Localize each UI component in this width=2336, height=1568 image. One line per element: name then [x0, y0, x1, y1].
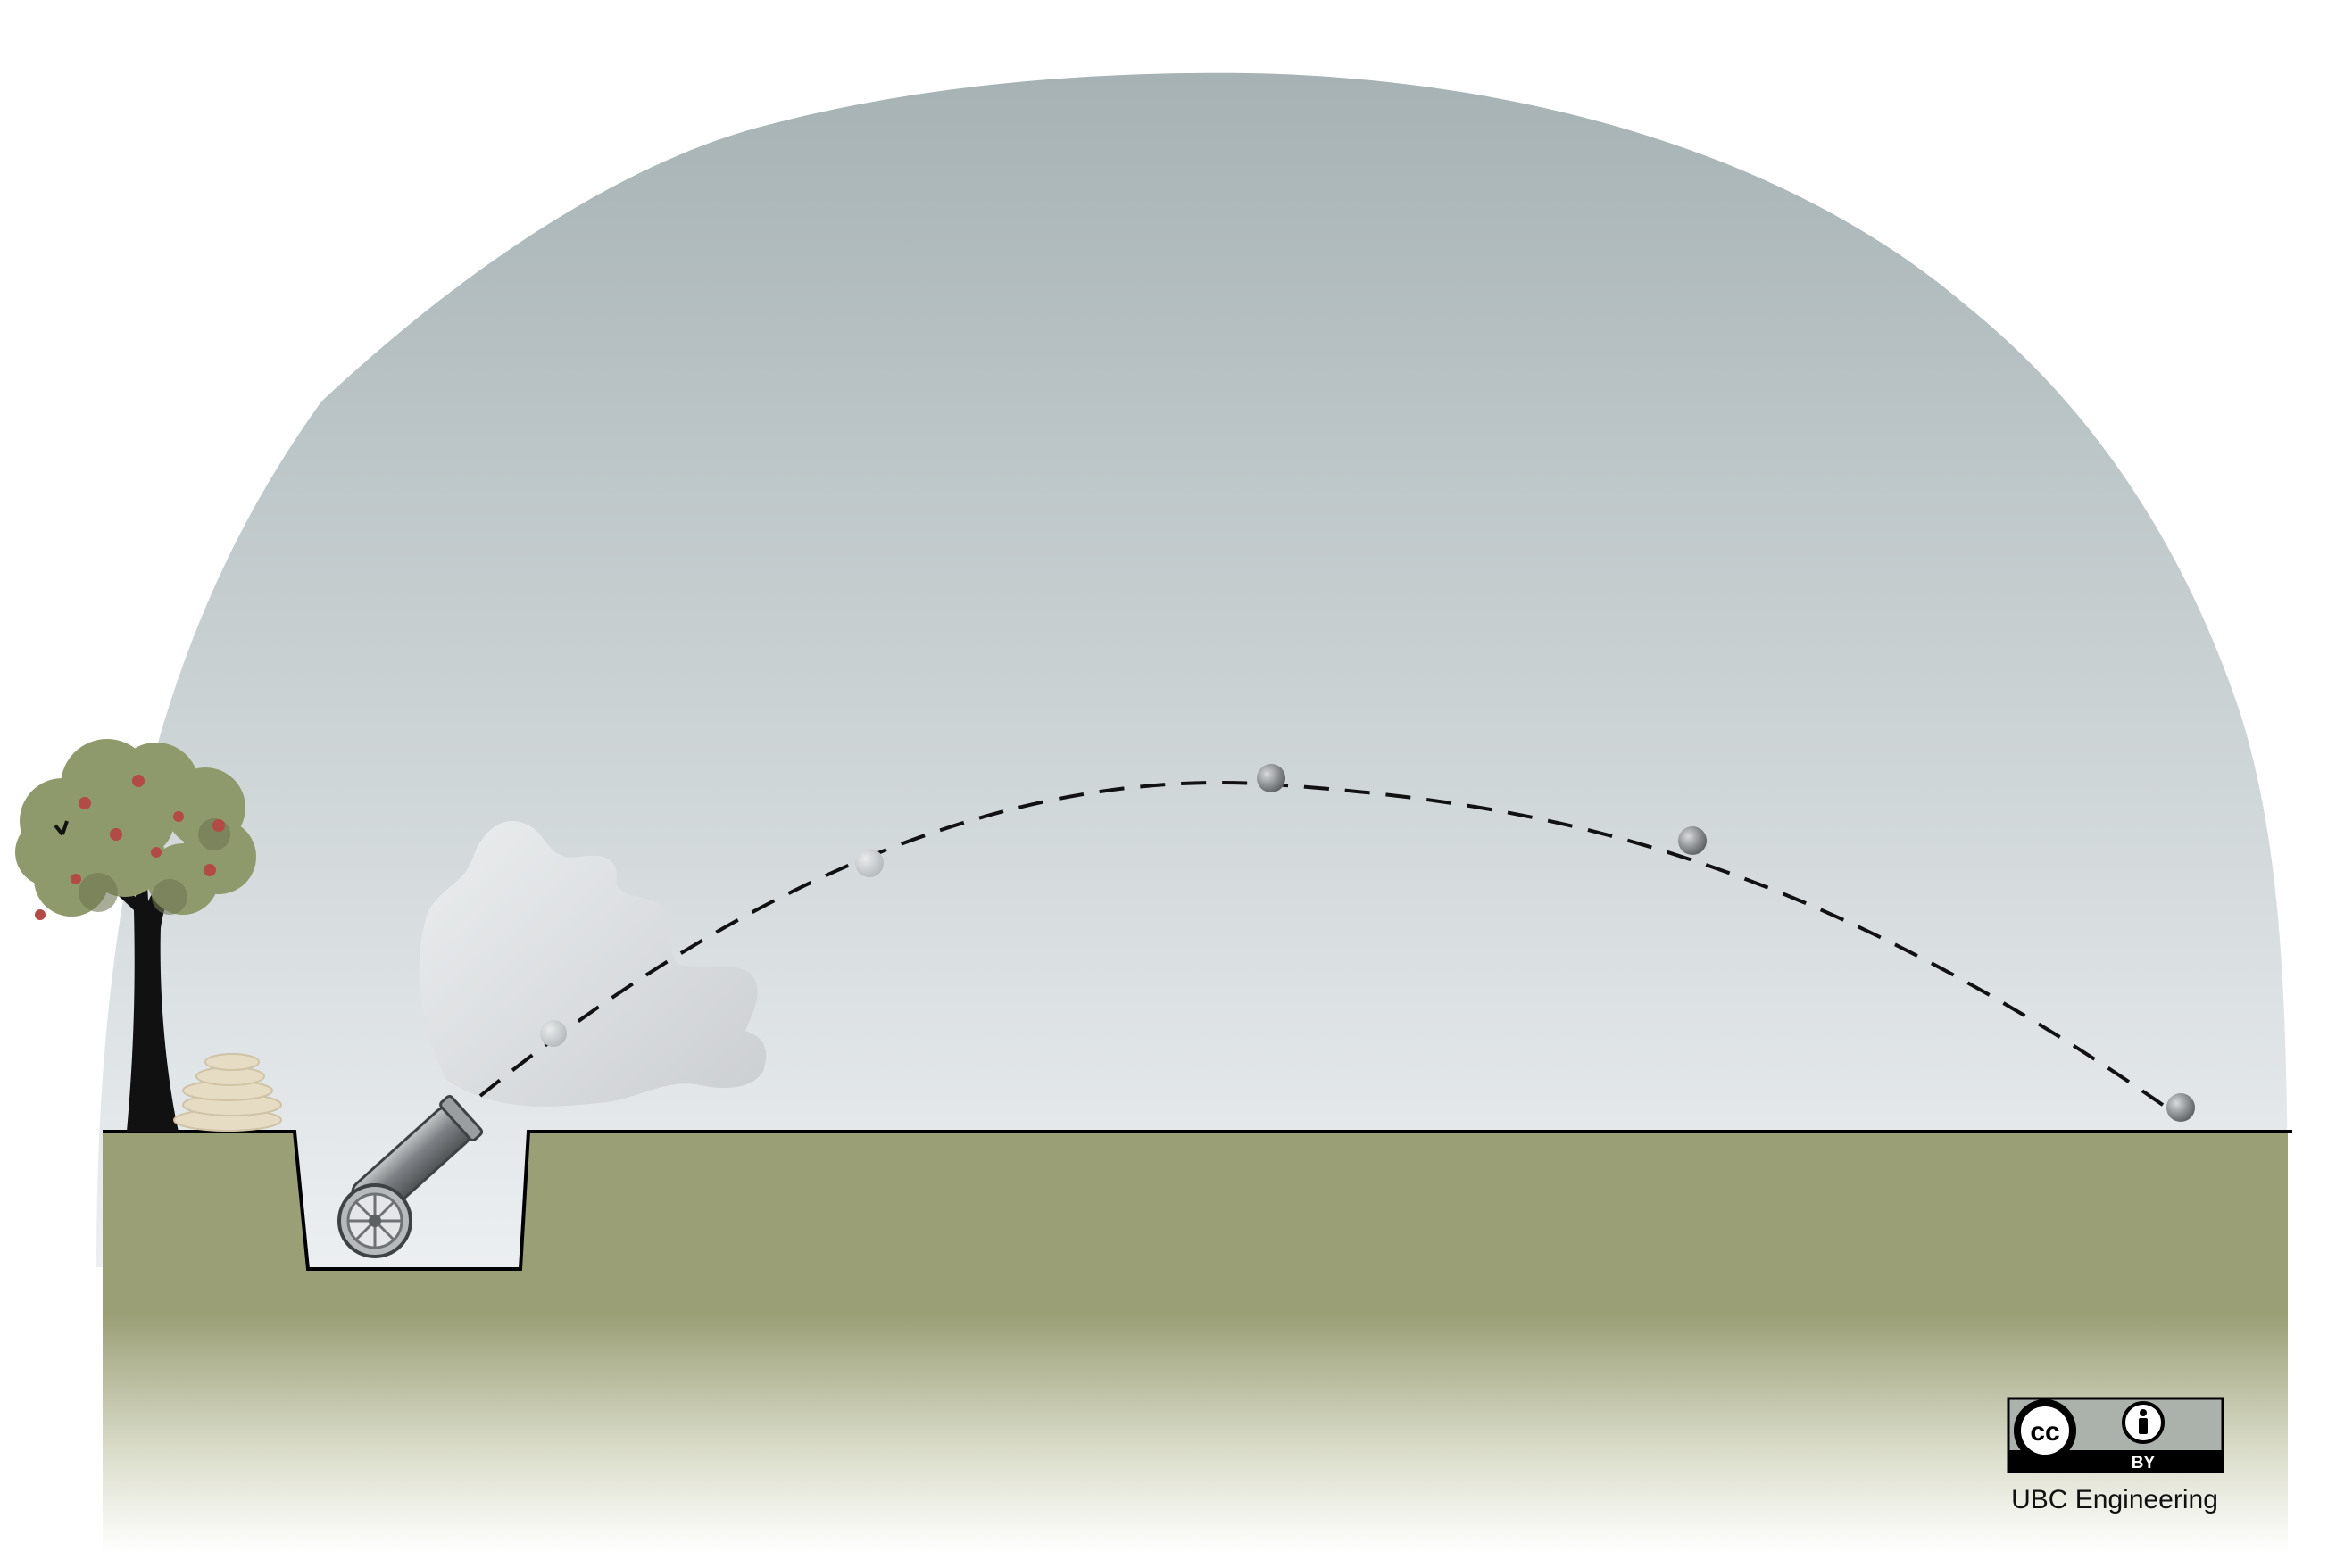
cannonball-icon	[1678, 826, 1707, 855]
cannon-icon	[337, 1095, 484, 1258]
cannonball-icon	[540, 1020, 567, 1047]
ground-line	[103, 1130, 2292, 1271]
cc-by-badge: cc BY	[2007, 1397, 2224, 1473]
cc-icon	[2014, 1399, 2076, 1462]
cannonballs	[540, 764, 2195, 1122]
sky-dome	[96, 72, 2288, 1268]
cannonball-icon	[855, 849, 884, 877]
by-label: BY	[2132, 1454, 2156, 1473]
smoke-cloud-icon	[419, 821, 767, 1107]
credit-text: UBC Engineering	[2011, 1485, 2218, 1514]
cannonball-icon	[1257, 764, 1285, 792]
trajectory-path	[478, 780, 2180, 1117]
sandbag-icon	[173, 1053, 282, 1132]
cannonball-icon	[2166, 1093, 2195, 1122]
ground	[103, 1132, 2288, 1553]
cc-icon-label: cc	[2030, 1417, 2059, 1447]
tree-icon	[15, 739, 256, 1132]
